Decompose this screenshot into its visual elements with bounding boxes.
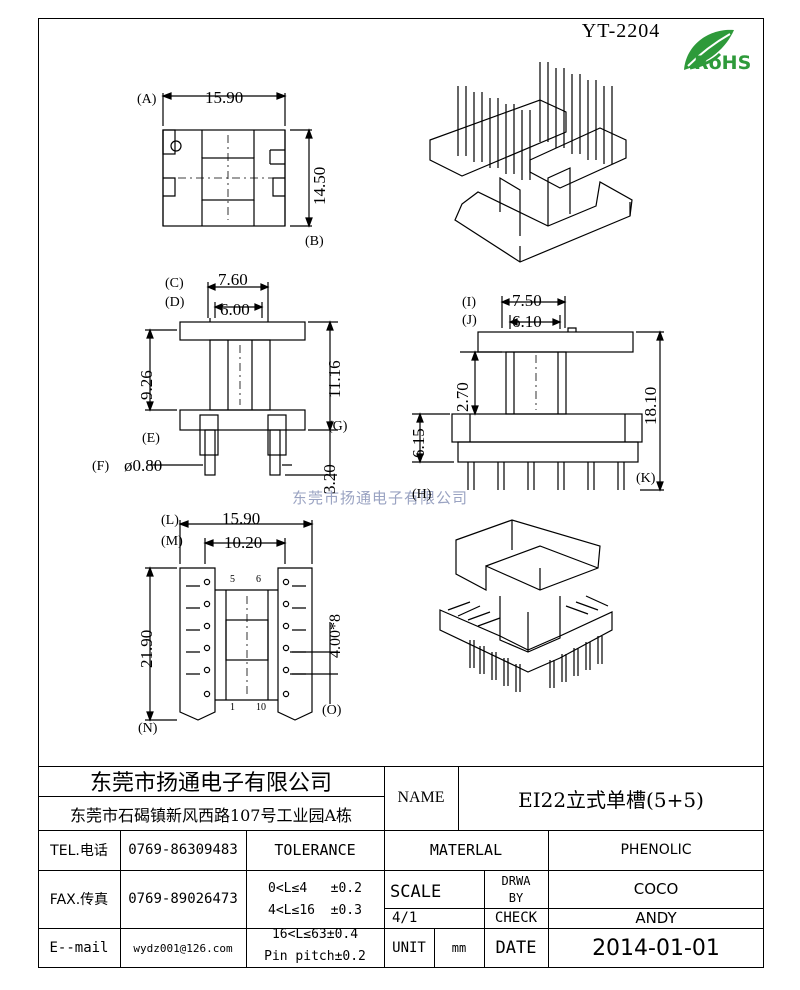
isometric-view-pins-down xyxy=(439,519,613,692)
scale-label: SCALE xyxy=(390,882,442,902)
date-value: 2014-01-01 xyxy=(592,935,720,961)
company-address: 东莞市石碣镇新风西路107号工业园A栋 xyxy=(69,806,353,825)
dim-h-value: 6.15 xyxy=(409,428,428,458)
tel-label: TEL.电话 xyxy=(50,843,108,859)
unit-value: mm xyxy=(451,941,467,955)
tolerance-line-2: 4<L≤16 ±0.3 xyxy=(268,902,362,918)
isometric-view-pins-up xyxy=(429,62,633,263)
material-value: PHENOLIC xyxy=(620,842,692,858)
tolerance-line-3: 16<L≤63±0.4 xyxy=(271,926,359,942)
dim-g-value: 11.16 xyxy=(325,360,344,398)
tolerance-line-4: Pin pitch±0.2 xyxy=(264,948,366,964)
dim-b-value: 14.50 xyxy=(310,167,329,205)
fax-value: 0769-89026473 xyxy=(128,891,238,907)
pin-label-5: 5 xyxy=(230,574,235,585)
material-label: MATERLAL xyxy=(429,841,503,859)
dim-k-value: 18.10 xyxy=(641,387,660,425)
dim-m-label: (M) xyxy=(161,534,183,549)
drawn-by-value: COCO xyxy=(633,880,679,898)
dim-x-value: 2.70 xyxy=(453,382,472,412)
drawing-sheet xyxy=(38,18,764,968)
name-label: NAME xyxy=(397,789,445,806)
tolerance-label: TOLERANCE xyxy=(274,841,356,859)
pin-length-value: 3.20 xyxy=(320,464,339,494)
dim-i-label: (I) xyxy=(462,295,476,310)
watermark-text: 东莞市扬通电子有限公司 xyxy=(292,489,469,507)
fax-label: FAX.传真 xyxy=(49,892,109,908)
side-view xyxy=(412,296,664,492)
date-label: DATE xyxy=(495,938,537,958)
dim-e-value: 9.26 xyxy=(137,370,156,400)
check-label: CHECK xyxy=(494,910,538,926)
technical-drawing: (A) 15.90 14.50 (B) (C) 7 xyxy=(92,62,664,736)
pin-label-1: 1 xyxy=(230,702,235,713)
dim-a-value: 15.90 xyxy=(205,88,243,107)
pin-label-10: 10 xyxy=(256,702,266,713)
dim-f-label: (F) xyxy=(92,459,109,474)
dim-l-label: (L) xyxy=(161,513,179,528)
tolerance-line-1: 0<L≤4 ±0.2 xyxy=(268,880,362,896)
part-name: EI22立式单槽(5+5) xyxy=(518,787,704,812)
unit-label: UNIT xyxy=(392,940,426,956)
dim-j-label: (J) xyxy=(462,313,477,328)
dim-d-label: (D) xyxy=(165,295,185,310)
dim-g-label: (G) xyxy=(328,419,348,434)
top-view xyxy=(161,92,313,228)
company-name: 东莞市扬通电子有限公司 xyxy=(89,771,332,796)
dim-a-label: (A) xyxy=(137,92,157,107)
dim-b-label: (B) xyxy=(305,234,324,249)
check-value: ANDY xyxy=(635,909,677,927)
dim-i-value: 7.50 xyxy=(512,291,542,310)
dim-o-value: 4.00*8 xyxy=(327,614,344,658)
dim-n-label: (N) xyxy=(138,721,158,736)
dim-n-value: 21.90 xyxy=(137,630,156,668)
dim-m-value: 10.20 xyxy=(224,533,262,552)
dim-f-value: ø0.80 xyxy=(124,456,162,475)
part-number: YT-2204 xyxy=(581,19,661,42)
drawn-by-label-1: DRWA xyxy=(501,874,531,888)
front-view xyxy=(145,282,338,476)
dim-o-label: (O) xyxy=(322,703,342,718)
dim-c-value: 7.60 xyxy=(218,270,248,289)
tel-value: 0769-86309483 xyxy=(128,842,238,858)
title-block: 东莞市扬通电子有限公司 东莞市石碣镇新风西路107号工业园A栋 NAME EI2… xyxy=(38,766,764,968)
bottom-view xyxy=(145,520,338,722)
dim-l-value: 15.90 xyxy=(222,509,260,528)
dim-h-label: (H) xyxy=(412,487,432,502)
leaf-icon xyxy=(684,29,734,70)
rohs-label: RoHS xyxy=(694,52,752,74)
dim-e-label: (E) xyxy=(142,431,160,446)
dim-d-value: 6.00 xyxy=(220,300,250,319)
dim-c-label: (C) xyxy=(165,276,184,291)
scale-value: 4/1 xyxy=(392,910,418,926)
email-label: E--mail xyxy=(49,940,109,956)
email-value: wydz001@126.com xyxy=(133,941,233,955)
pin-label-6: 6 xyxy=(256,574,261,585)
drawn-by-label-2: BY xyxy=(508,891,524,905)
dim-j-value: 6.10 xyxy=(512,312,542,331)
dim-k-label: (K) xyxy=(636,471,656,486)
rohs-logo: RoHS xyxy=(676,22,766,80)
